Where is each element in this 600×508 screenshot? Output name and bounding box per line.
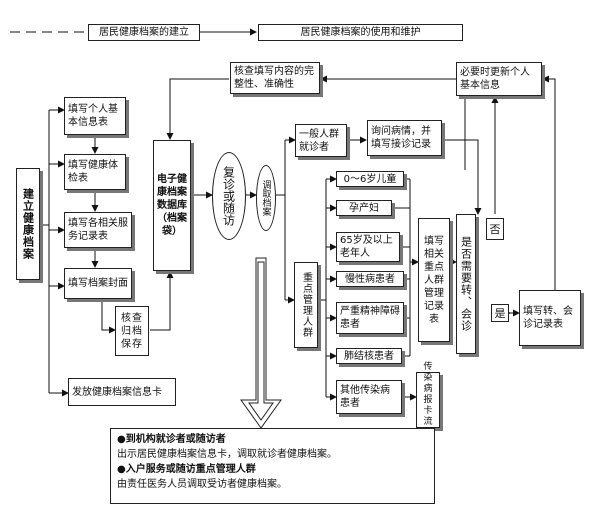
group-elderly: 65岁及以上老年人 (336, 232, 400, 262)
note-bullet1-text: 出示居民健康档案信息卡，调取就诊者健康档案。 (117, 449, 337, 460)
key-management-group-box: 重点管理人群 (294, 262, 318, 348)
general-visitor-box: 一般人群就诊者 (295, 124, 347, 157)
hollow-down-arrow (240, 257, 282, 429)
note-bullet2-title: ●入户服务或随访重点管理人群 (117, 464, 256, 475)
group-mental: 严重精神障碍患者 (336, 302, 404, 334)
legend-maintain-label: 居民健康档案的使用和维护 (300, 27, 421, 38)
note-bullet2-text: 由责任医务人员调取受访者健康档案。 (117, 479, 287, 490)
infectious-report-box: 传染病报卡流程 (416, 362, 440, 438)
legend-maintain-box: 居民健康档案的使用和维护 (258, 24, 463, 41)
referral-decision-box: 是否需要转、会诊 (456, 214, 476, 354)
establish-archive-title: 建立健康档案 (16, 168, 40, 280)
decision-yes-label: 是 (491, 304, 509, 322)
group-other-infectious: 其他传染病患者 (336, 380, 402, 414)
step-fill-service-records: 填写各相关服务记录表 (64, 212, 132, 248)
notes-box: ●到机构就诊者或随访者 出示居民健康档案信息卡，调取就诊者健康档案。 ●入户服务… (110, 428, 435, 504)
decision-no-label: 否 (486, 218, 504, 240)
group-pregnant: 孕产妇 (336, 200, 392, 216)
issue-info-card-box: 发放健康档案信息卡 (68, 378, 176, 406)
note-bullet1-title: ●到机构就诊者或随访者 (117, 434, 226, 445)
step-fill-basic-info: 填写个人基本信息表 (64, 97, 126, 135)
step-fill-cover: 填写档案封面 (64, 268, 132, 299)
update-basic-info-box: 必要时更新个人基本信息 (456, 62, 542, 96)
retrieve-archive-ellipse: 调取档案 (256, 165, 276, 231)
key-records-box: 填写相关重点人群管理记录表 (418, 218, 450, 342)
group-chronic: 慢性病患者 (336, 271, 404, 287)
revisit-ellipse: 复诊或随访 (212, 152, 246, 240)
group-children: 0～6岁儿童 (336, 171, 404, 187)
referral-record-box: 填写转、会诊记录表 (519, 290, 581, 346)
electronic-archive-database: 电子健康档案数据库（档案袋） (153, 140, 191, 271)
inquire-record-box: 询问病情，并填写接诊记录 (367, 120, 442, 156)
legend-establish-box: 居民健康档案的建立 (88, 24, 200, 41)
check-content-box: 核查填写内容的完整性、准确性 (230, 62, 320, 94)
legend-establish-label: 居民健康档案的建立 (99, 27, 189, 38)
group-tb: 肺结核患者 (336, 348, 402, 364)
verify-archive-box: 核查归档保存 (115, 306, 149, 356)
step-fill-exam-form: 填写健康体检表 (64, 154, 126, 190)
